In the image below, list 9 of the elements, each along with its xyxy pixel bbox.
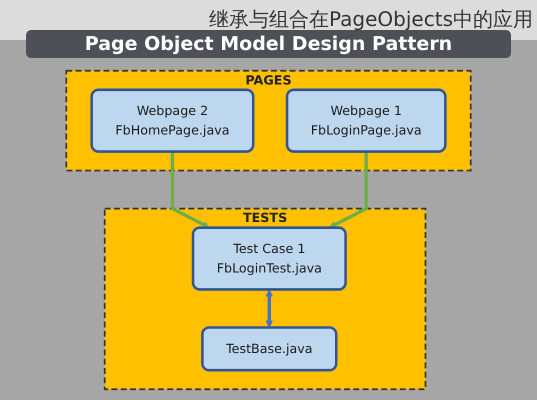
arrow [328, 152, 368, 228]
node-box: TestBase.java [201, 326, 338, 372]
arrow [170, 152, 210, 228]
overlay-heading: 继承与组合在PageObjects中的应用 [209, 6, 533, 33]
node-box: Test Case 1 FbLoginTest.java [192, 226, 347, 291]
title-banner: Page Object Model Design Pattern [26, 30, 511, 58]
arrow [266, 289, 274, 328]
node-box: Webpage 1 FbLoginPage.java [286, 88, 447, 153]
node-box: Webpage 2 FbHomePage.java [90, 88, 254, 153]
